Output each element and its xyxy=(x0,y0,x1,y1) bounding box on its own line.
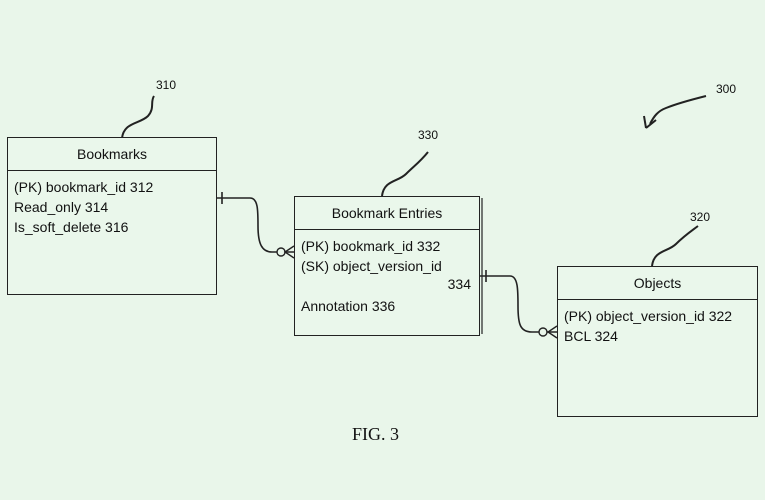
entity-title: Bookmarks xyxy=(8,138,216,171)
field-object-version-id: (PK) object_version_id 322 xyxy=(564,308,733,324)
field-ref-334: 334 xyxy=(447,276,471,292)
entity-fields: (PK) object_version_id 322 BCL 324 xyxy=(558,300,757,346)
relationship-entries-objects xyxy=(480,275,557,333)
field-is-soft-delete: Is_soft_delete 316 xyxy=(14,219,129,235)
field-read-only: Read_only 314 xyxy=(14,199,109,215)
relationship-bookmarks-entries xyxy=(217,197,294,253)
objects-entity: Objects (PK) object_version_id 322 BCL 3… xyxy=(557,266,758,417)
ref-320: 320 xyxy=(690,210,711,224)
leader-line-330 xyxy=(381,151,429,197)
arrow-300 xyxy=(649,95,707,125)
field-bookmark-id: (PK) bookmark_id 312 xyxy=(14,179,154,195)
field-bookmark-id: (PK) bookmark_id 332 xyxy=(301,238,441,254)
entity-fields: (PK) bookmark_id 312 Read_only 314 Is_so… xyxy=(8,171,216,237)
ref-310: 310 xyxy=(156,78,177,92)
bookmark-entries-entity: Bookmark Entries (PK) bookmark_id 332 (S… xyxy=(294,196,480,336)
bookmarks-entity: Bookmarks (PK) bookmark_id 312 Read_only… xyxy=(7,137,217,295)
figure-caption: FIG. 3 xyxy=(352,424,400,444)
field-annotation: Annotation 336 xyxy=(301,298,396,314)
field-bcl: BCL 324 xyxy=(564,328,618,344)
leader-line-310 xyxy=(121,95,155,139)
entity-title: Bookmark Entries xyxy=(295,197,479,230)
ref-330: 330 xyxy=(418,128,439,142)
entity-title: Objects xyxy=(558,267,757,300)
ref-300: 300 xyxy=(716,82,737,96)
entity-fields: (PK) bookmark_id 332 (SK) object_version… xyxy=(295,230,479,316)
leader-line-320 xyxy=(651,225,699,267)
field-object-version-id: (SK) object_version_id xyxy=(301,258,442,274)
